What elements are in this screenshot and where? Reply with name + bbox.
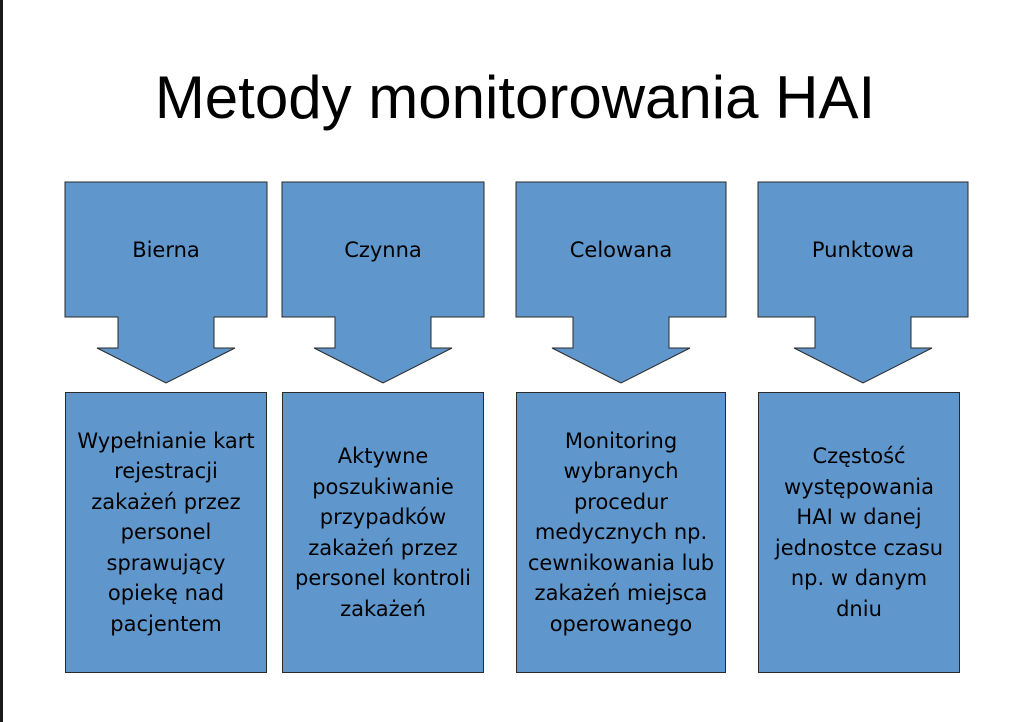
method-label-celowana: Celowana <box>569 237 673 262</box>
description-text-bierna: Wypełnianie kart rejestracji zakażeń prz… <box>77 428 255 636</box>
slide-title: Metody monitorowania HAI <box>154 64 876 131</box>
description-text-celowana: Monitoring wybranych procedur medycznych… <box>527 428 715 636</box>
description-box-bierna: Wypełnianie kart rejestracji zakażeń prz… <box>65 392 267 673</box>
method-label-bierna: Bierna <box>132 237 200 262</box>
description-box-czynna: Aktywne poszukiwanie przypadków zakażeń … <box>282 392 484 673</box>
description-text-czynna: Aktywne poszukiwanie przypadków zakażeń … <box>295 444 471 621</box>
description-box-celowana: Monitoring wybranych procedur medycznych… <box>516 392 726 673</box>
method-label-punktowa: Punktowa <box>811 237 915 262</box>
method-label-czynna: Czynna <box>344 237 422 262</box>
description-text-punktowa: Częstość występowania HAI w danej jednos… <box>774 444 944 621</box>
description-box-punktowa: Częstość występowania HAI w danej jednos… <box>758 392 960 673</box>
